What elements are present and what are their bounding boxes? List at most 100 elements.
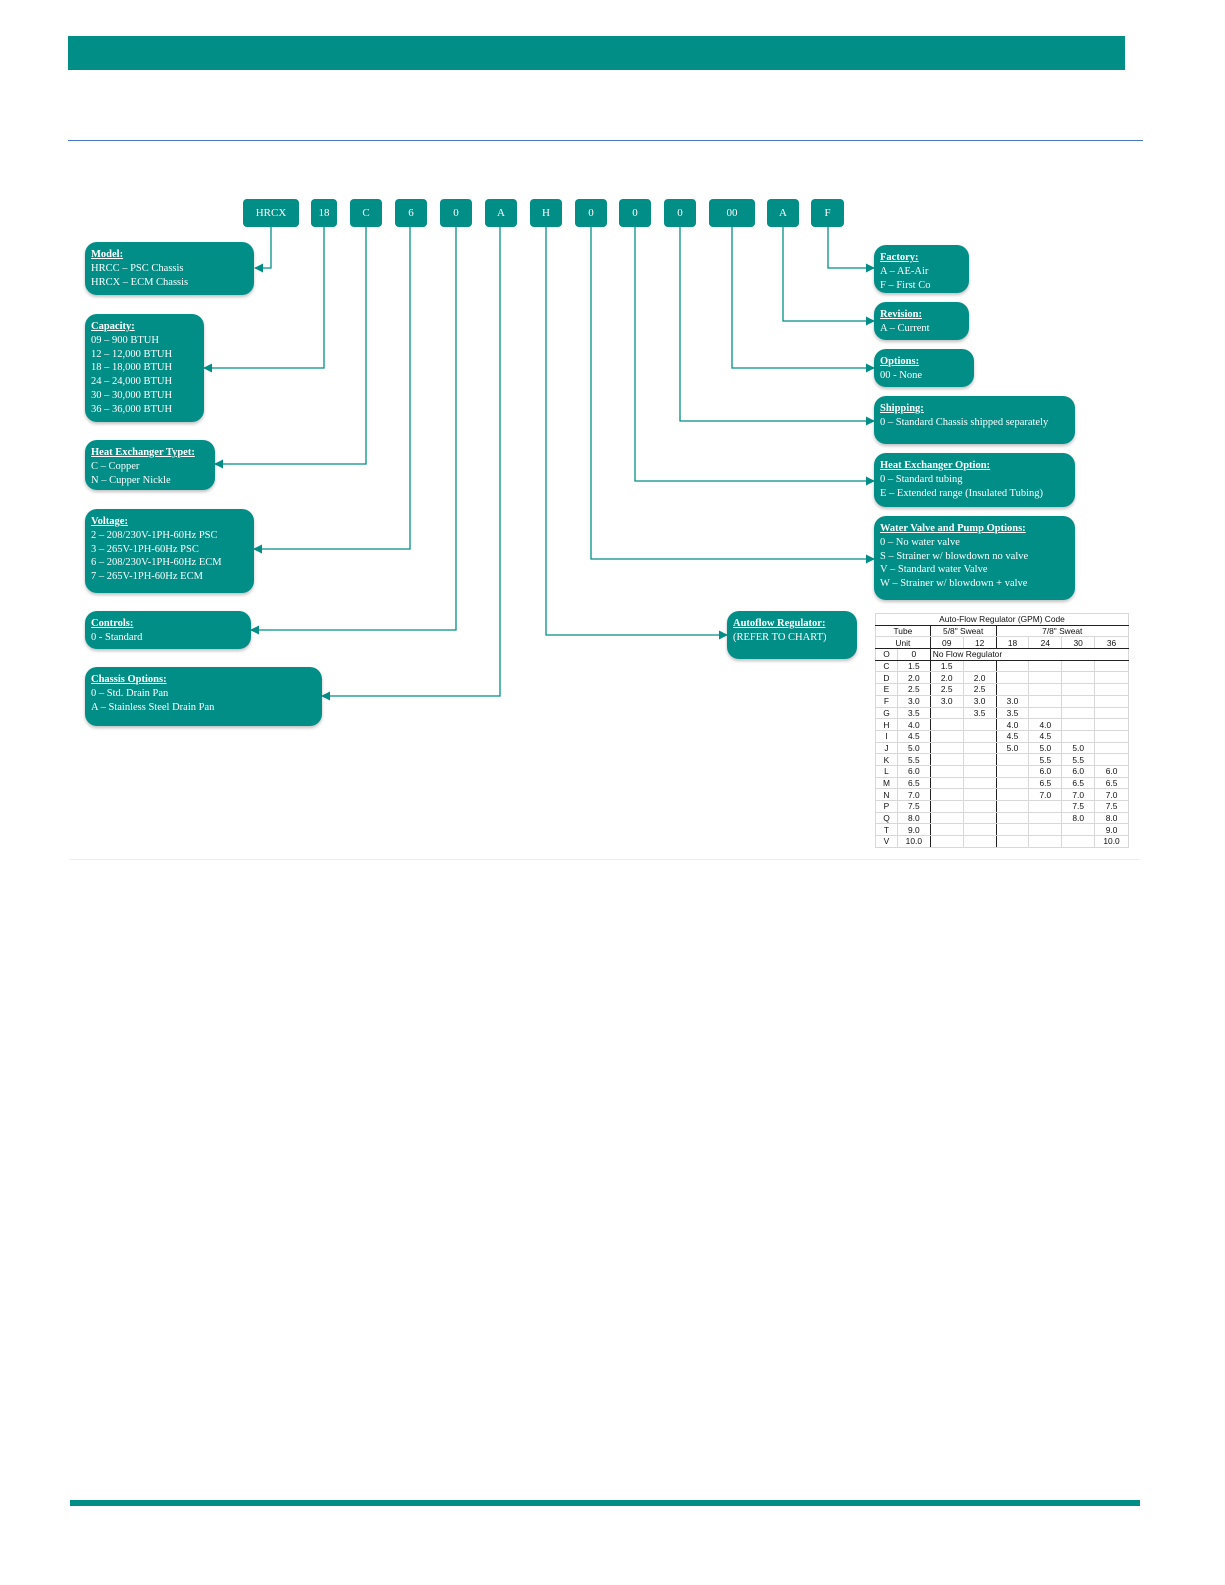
panel-line: N – Cupper Nickle (91, 474, 171, 486)
panel-title: Water Valve and Pump Options: (880, 523, 1026, 534)
gpm-cell: 6.0 (1028, 764, 1063, 778)
gpm-cell (962, 659, 997, 673)
gpm-cell (995, 800, 1030, 813)
gpm-cell (1061, 694, 1096, 708)
gpm-unit-label: Unit (875, 636, 931, 650)
gpm-code: I (875, 729, 898, 743)
panel-line: W – Strainer w/ blowdown + valve (880, 578, 1028, 590)
panel-line: A – AE-Air (880, 265, 929, 277)
connector-options (731, 227, 875, 373)
footer-bar (70, 1500, 1140, 1506)
panel-model: Model: HRCC – PSC Chassis HRCX – ECM Cha… (85, 242, 254, 295)
panel-autoflow: Autoflow Regulator: (REFER TO CHART) (727, 611, 857, 659)
gpm-cell: 2.5 (929, 683, 964, 696)
gpm-code: Q (875, 811, 898, 825)
gpm-cell (1028, 683, 1063, 696)
gpm-cell (1061, 835, 1096, 848)
gpm-code: T (875, 823, 898, 837)
gpm-tube: 1.5 (896, 659, 931, 673)
gpm-cell: 8.0 (1061, 811, 1096, 825)
gpm-cell (995, 811, 1030, 825)
code-controls: 0 (440, 199, 472, 227)
gpm-cell: 5.0 (1028, 741, 1063, 755)
panel-title: Heat Exchanger Typet: (91, 447, 195, 458)
panel-line: C – Copper (91, 460, 140, 472)
gpm-caption: Auto-Flow Regulator (GPM) Code (875, 613, 1129, 626)
panel-title: Chassis Options: (91, 674, 167, 685)
header-bar (68, 36, 1125, 70)
gpm-table: Auto-Flow Regulator (GPM) Code Tube 5/8"… (875, 613, 1130, 848)
gpm-code: L (875, 764, 898, 778)
gpm-cell: 2.0 (962, 671, 997, 685)
gpm-cell (929, 718, 964, 731)
gpm-cell (929, 729, 964, 743)
panel-line: HRCX – ECM Chassis (91, 276, 189, 288)
table-row: O 0 No Flow Regulator (875, 648, 1130, 661)
panel-line: 3 – 265V-1PH-60Hz PSC (91, 543, 199, 555)
gpm-code: P (875, 800, 898, 813)
connector-autoflow (545, 227, 728, 640)
gpm-cell (1094, 671, 1129, 685)
code-shipping: 0 (664, 199, 696, 227)
panel-shipping: Shipping: 0 – Standard Chassis shipped s… (874, 396, 1075, 444)
connector-model (254, 227, 272, 273)
gpm-tube: 8.0 (896, 811, 931, 825)
gpm-cell (1061, 659, 1096, 673)
gpm-tube: 5.5 (896, 753, 931, 766)
gpm-cell: 5.5 (1028, 753, 1063, 766)
gpm-tube: 5.0 (896, 741, 931, 755)
panel-line: 09 – 900 BTUH (91, 334, 159, 346)
gpm-tube: 10.0 (896, 835, 931, 848)
gpm-cell (1061, 683, 1096, 696)
panel-factory: Factory: A – AE-Air F – First Co (874, 245, 969, 293)
gpm-cell (1094, 659, 1129, 673)
panel-line: 24 – 24,000 BTUH (91, 376, 173, 388)
gpm-cell: 8.0 (1094, 811, 1129, 825)
panel-voltage: Voltage: 2 – 208/230V-1PH-60Hz PSC 3 – 2… (85, 509, 254, 593)
panel-line: 0 – Standard tubing (880, 473, 963, 485)
gpm-cell: 3.0 (995, 694, 1030, 708)
panel-title: Model: (91, 249, 124, 260)
gpm-code: K (875, 753, 898, 766)
gpm-cell: 6.5 (1094, 776, 1129, 790)
panel-title: Heat Exchanger Option: (880, 460, 991, 471)
gpm-cell (929, 835, 964, 848)
gpm-cell (1028, 823, 1063, 837)
connector-chassis-options (321, 227, 501, 701)
gpm-cell: 4.5 (1028, 729, 1063, 743)
panel-title: Revision: (880, 309, 922, 320)
gpm-tube: 0 (896, 648, 931, 661)
gpm-cell (962, 823, 997, 837)
panel-line: 00 - None (880, 369, 922, 381)
gpm-cell (1061, 718, 1096, 731)
gpm-cell (1028, 659, 1063, 673)
gpm-cell: 4.5 (995, 729, 1030, 743)
panel-line: V – Standard water Valve (880, 564, 988, 576)
panel-title: Voltage: (91, 516, 128, 527)
gpm-cell (929, 776, 964, 790)
gpm-code: O (875, 648, 898, 661)
code-chassis-options: A (485, 199, 517, 227)
panel-controls: Controls: 0 - Standard (85, 611, 251, 649)
gpm-unit: 09 (929, 636, 964, 650)
gpm-cell (1094, 729, 1129, 743)
gpm-cell (995, 683, 1030, 696)
panel-line: F – First Co (880, 279, 931, 291)
code-water-valve: 0 (575, 199, 607, 227)
panel-title: Factory: (880, 252, 919, 263)
gpm-cell (929, 764, 964, 778)
gpm-cell (929, 753, 964, 766)
gpm-cell (962, 729, 997, 743)
gpm-code: V (875, 835, 898, 848)
gpm-tube: 3.5 (896, 706, 931, 720)
gpm-cell (929, 800, 964, 813)
